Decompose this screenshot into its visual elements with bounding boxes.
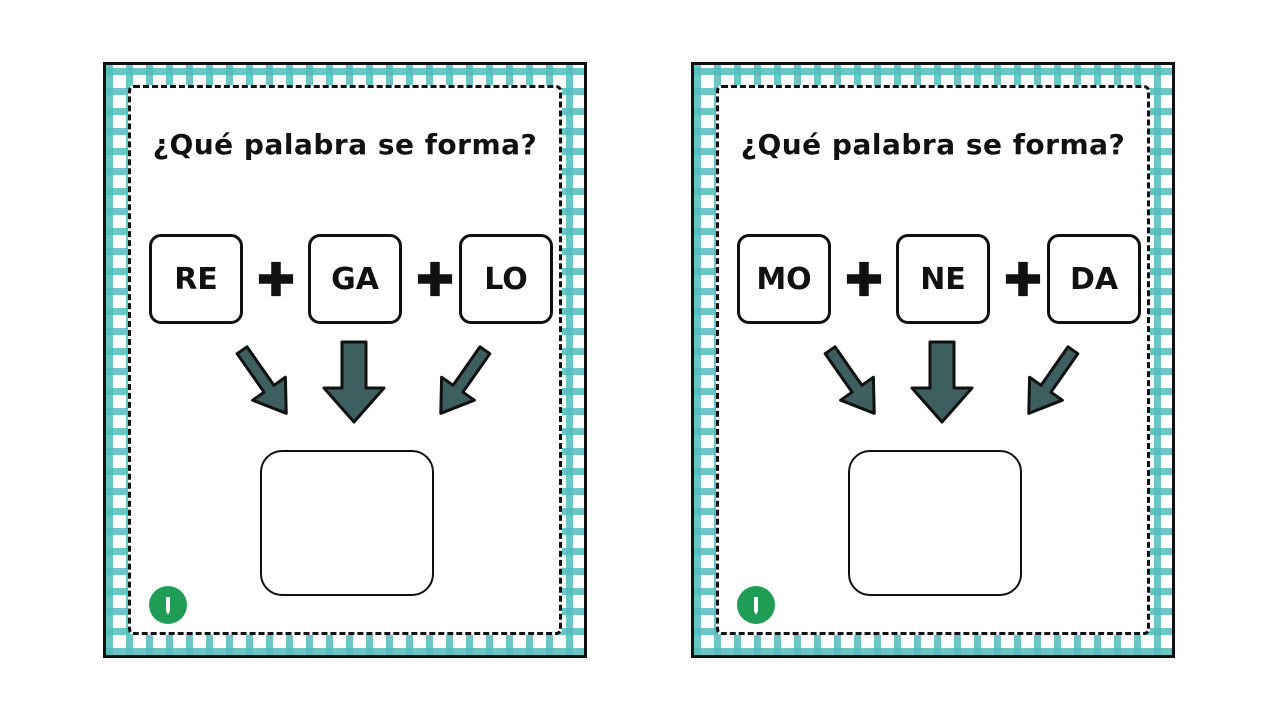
plus-icon <box>417 261 453 297</box>
arrow-down-left-icon <box>1027 345 1080 415</box>
arrow-down-left-icon <box>439 345 492 415</box>
syllable-box-1: RE <box>149 234 243 324</box>
plus-icon <box>258 261 294 297</box>
arrow-down-icon <box>322 340 386 424</box>
syllable-box-1: MO <box>737 234 831 324</box>
worksheet-card-left: ¿Qué palabra se forma? RE GA LO <box>103 62 587 658</box>
pencil-logo-icon <box>149 586 187 624</box>
syllable-box-3: LO <box>459 234 553 324</box>
arrow-down-right-icon <box>235 345 288 415</box>
plus-icon <box>846 261 882 297</box>
arrow-down-icon <box>910 340 974 424</box>
arrow-down-right-icon <box>823 345 876 415</box>
syllable-box-2: GA <box>308 234 402 324</box>
pencil-logo-icon <box>737 586 775 624</box>
syllable-box-3: DA <box>1047 234 1141 324</box>
dashed-frame: ¿Qué palabra se forma? RE GA LO <box>128 85 562 635</box>
plus-icon <box>1005 261 1041 297</box>
dashed-frame: ¿Qué palabra se forma? MO NE DA <box>716 85 1150 635</box>
card-title: ¿Qué palabra se forma? <box>740 128 1126 161</box>
worksheet-card-right: ¿Qué palabra se forma? MO NE DA <box>691 62 1175 658</box>
answer-box[interactable] <box>848 450 1022 596</box>
card-title: ¿Qué palabra se forma? <box>152 128 538 161</box>
answer-box[interactable] <box>260 450 434 596</box>
syllable-box-2: NE <box>896 234 990 324</box>
